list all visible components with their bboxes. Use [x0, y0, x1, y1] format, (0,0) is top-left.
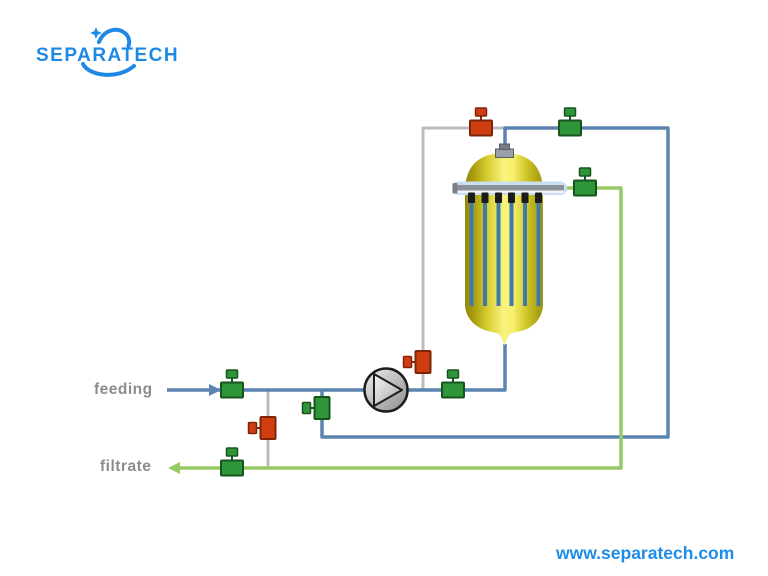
recirculation-valve — [301, 396, 331, 420]
drain-valve — [247, 416, 277, 440]
top-flush-valve — [469, 107, 493, 137]
website-link[interactable]: www.separatech.com — [556, 543, 735, 563]
logo-star-icon — [90, 27, 102, 39]
vessel-top-nozzle — [495, 143, 514, 158]
recirculation-pipe — [320, 126, 670, 439]
retentate-return-valve — [558, 107, 582, 137]
feed-inlet-valve — [220, 369, 244, 399]
filtrate-pipe — [180, 186, 623, 470]
feed-pipe — [167, 344, 507, 392]
logo-text: SEPARATECH — [36, 45, 180, 66]
filtrate-label: filtrate — [100, 458, 152, 475]
feed-arrow-icon — [209, 384, 221, 396]
feeding-label: feeding — [94, 381, 153, 398]
filtrate-outlet-valve — [220, 447, 244, 477]
logo-swoosh-icon — [81, 27, 136, 77]
membrane-tubes — [468, 192, 542, 306]
membrane-vessel — [452, 143, 567, 346]
pump-discharge-valve — [441, 369, 465, 399]
filtrate-arrow-icon — [168, 462, 180, 474]
pump-icon — [363, 367, 409, 413]
flush-riser-valve — [402, 350, 432, 374]
tube-sheet — [452, 181, 567, 195]
permeate-valve — [573, 167, 597, 197]
